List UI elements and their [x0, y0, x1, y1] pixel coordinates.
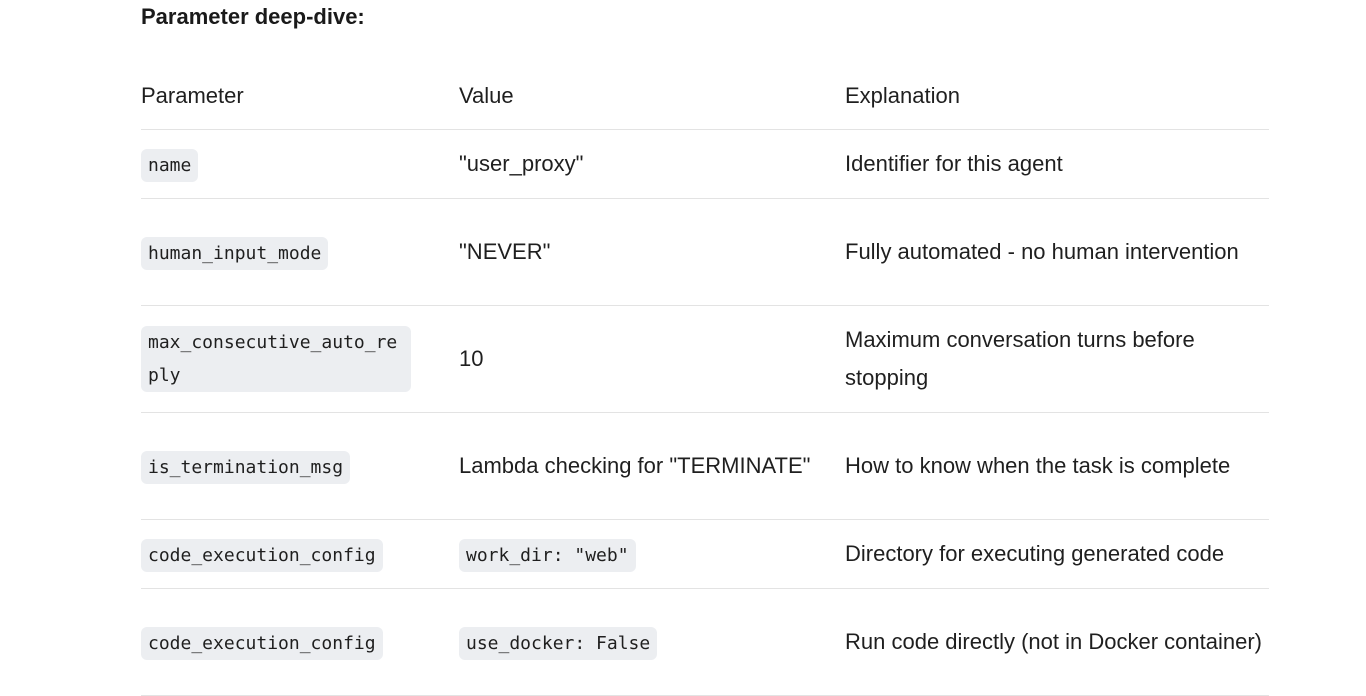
table-row: is_termination_msg Lambda checking for "… [141, 412, 1269, 520]
parameter-cell: max_consecutive_auto_reply [141, 305, 459, 413]
value-cell: 10 [459, 305, 845, 413]
value-cell: Lambda checking for "TERMINATE" [459, 412, 845, 520]
parameter-cell: human_input_mode [141, 198, 459, 306]
header-value: Value [459, 62, 845, 130]
parameter-code: is_termination_msg [141, 450, 351, 484]
table-header-row: Parameter Value Explanation [141, 62, 1269, 130]
parameter-code: code_execution_config [141, 538, 383, 572]
explanation-cell: Run code directly (not in Docker contain… [845, 588, 1269, 696]
explanation-cell: Identifier for this agent [845, 129, 1269, 199]
value-code: use_docker: False [459, 626, 658, 660]
parameter-cell: is_termination_msg [141, 412, 459, 520]
section-heading: Parameter deep-dive: [141, 4, 365, 29]
parameter-table: Parameter Value Explanation name "user_p… [141, 62, 1269, 696]
header-parameter: Parameter [141, 62, 459, 130]
header-explanation: Explanation [845, 62, 1269, 130]
value-cell: "user_proxy" [459, 129, 845, 199]
value-cell: work_dir: "web" [459, 519, 845, 589]
explanation-cell: Maximum conversation turns before stoppi… [845, 305, 1269, 413]
parameter-code: max_consecutive_auto_reply [141, 326, 411, 392]
explanation-cell: Fully automated - no human intervention [845, 198, 1269, 306]
table-row: code_execution_config use_docker: False … [141, 588, 1269, 696]
explanation-cell: How to know when the task is complete [845, 412, 1269, 520]
parameter-cell: name [141, 129, 459, 199]
table-row: code_execution_config work_dir: "web" Di… [141, 519, 1269, 589]
table-row: name "user_proxy" Identifier for this ag… [141, 129, 1269, 199]
value-cell: "NEVER" [459, 198, 845, 306]
parameter-cell: code_execution_config [141, 588, 459, 696]
table-row: human_input_mode "NEVER" Fully automated… [141, 198, 1269, 306]
value-code: work_dir: "web" [459, 538, 636, 572]
parameter-code: name [141, 148, 199, 182]
parameter-cell: code_execution_config [141, 519, 459, 589]
explanation-cell: Directory for executing generated code [845, 519, 1269, 589]
parameter-code: human_input_mode [141, 236, 329, 270]
value-cell: use_docker: False [459, 588, 845, 696]
parameter-code: code_execution_config [141, 626, 383, 660]
table-row: max_consecutive_auto_reply 10 Maximum co… [141, 305, 1269, 413]
